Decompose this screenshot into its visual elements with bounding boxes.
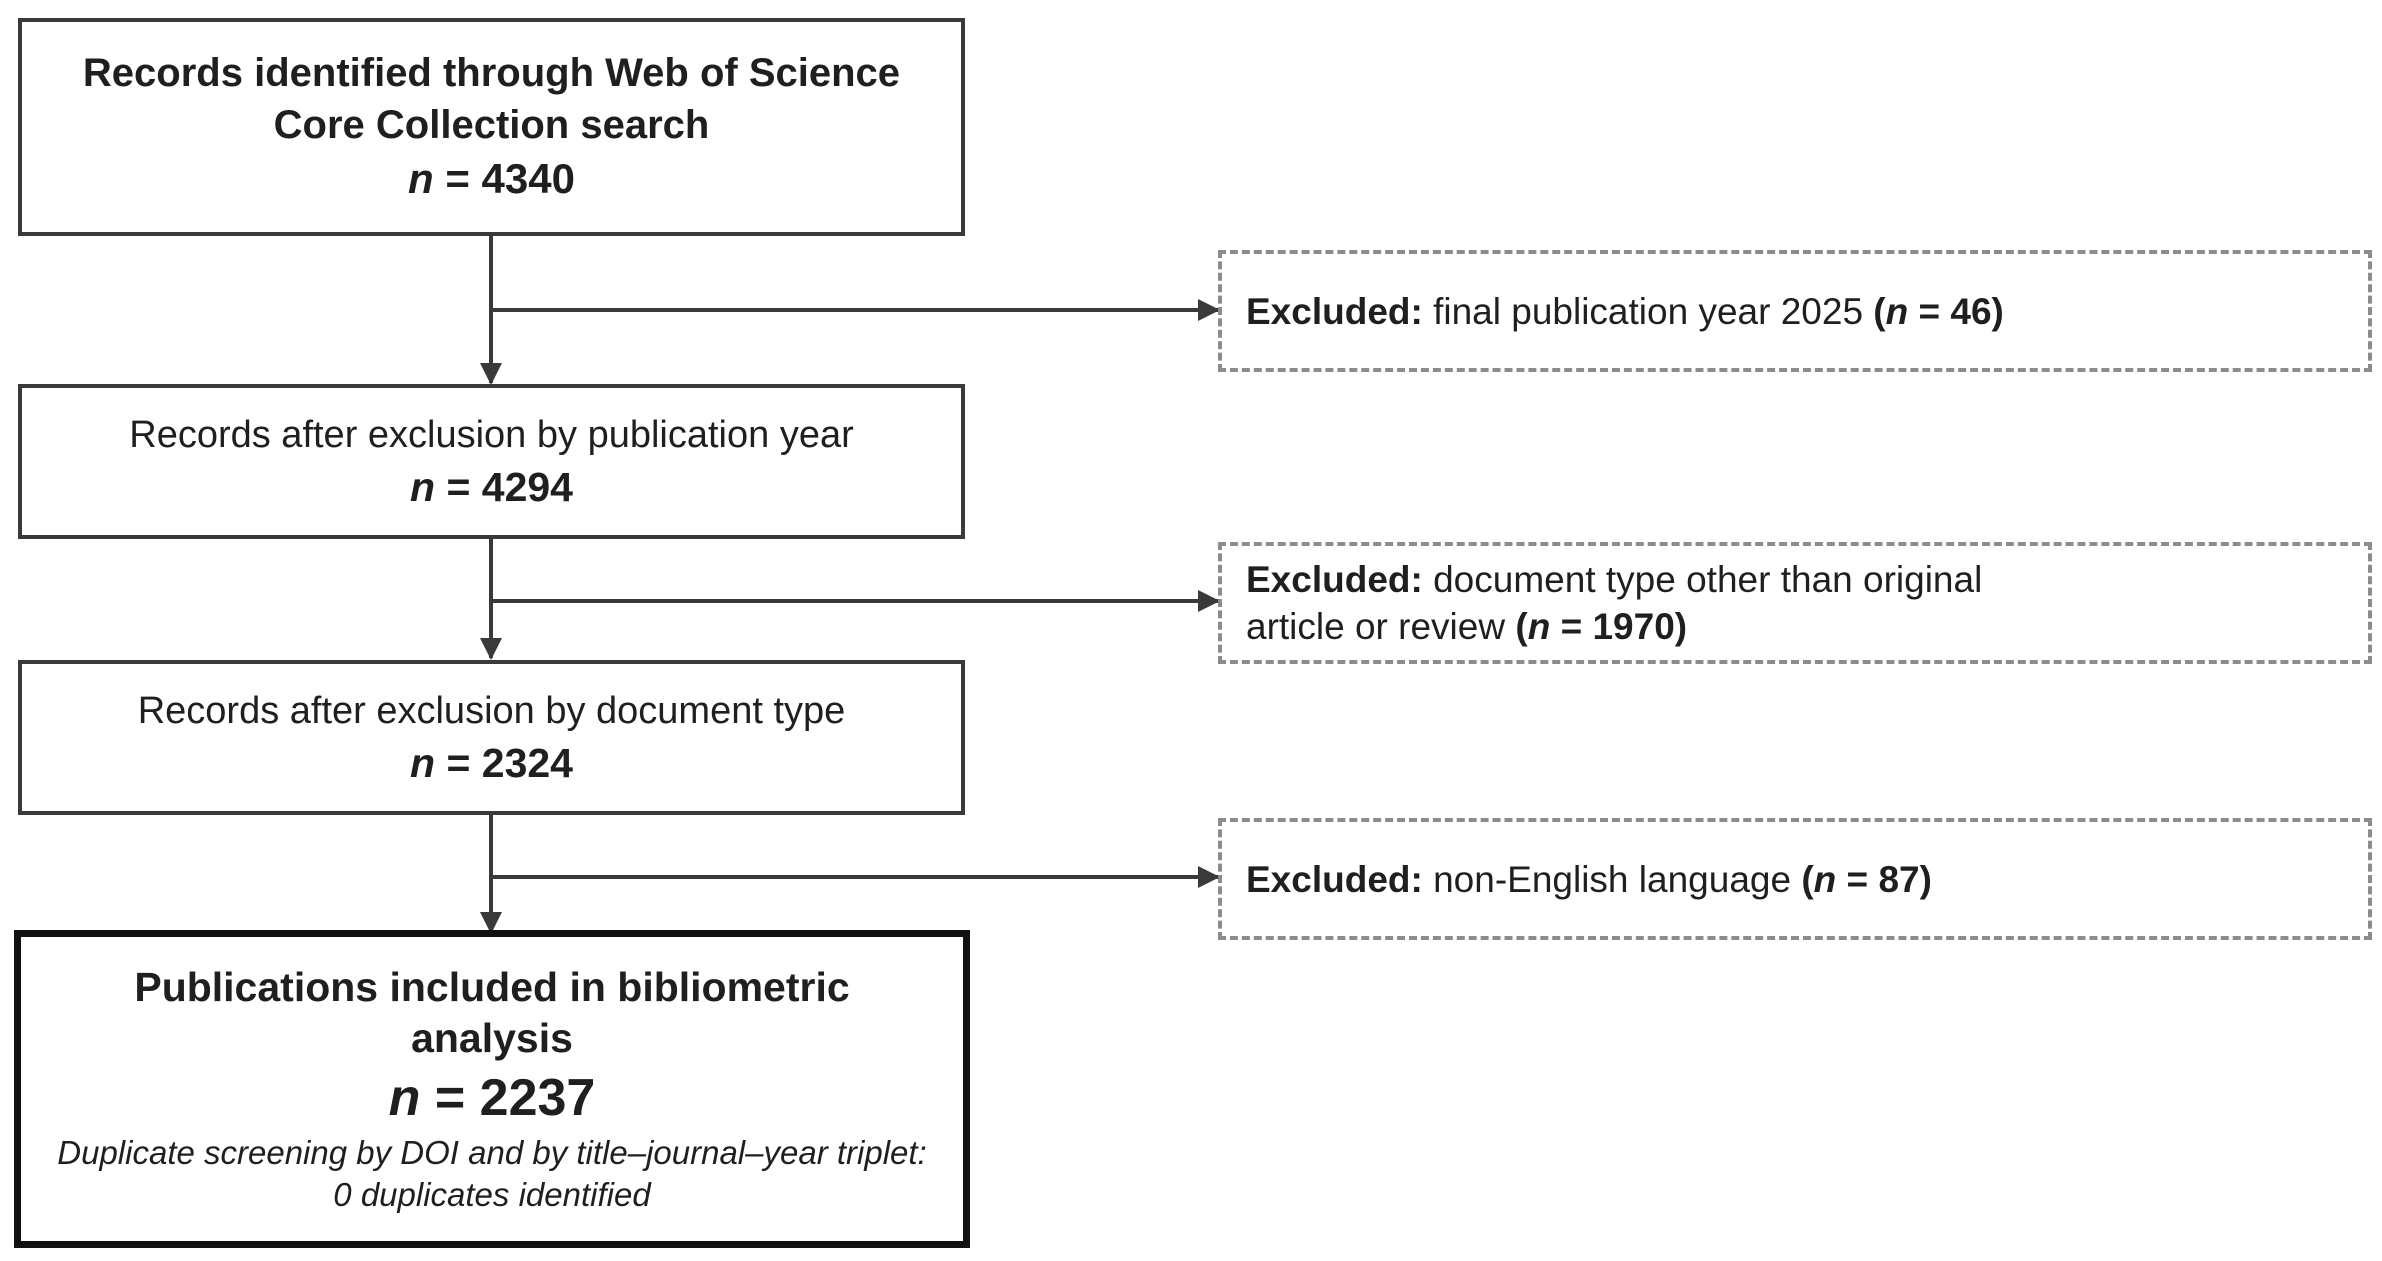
n-symbol: n (1813, 858, 1837, 900)
box-publications-included: Publications included in bibliometric an… (14, 930, 970, 1248)
n-value: = 46) (1908, 290, 2004, 332)
n-value: = 4294 (435, 463, 573, 510)
n-symbol: n (1885, 290, 1909, 332)
excluded-label: Excluded: (1246, 858, 1423, 900)
records-identified-count: n = 4340 (408, 151, 575, 207)
n-symbol: n (388, 1069, 421, 1127)
excluded-label: Excluded: (1246, 290, 1423, 332)
n-value: = 87) (1836, 858, 1932, 900)
box-excluded-document-type: Excluded: document type other than origi… (1218, 542, 2372, 664)
box-after-document-type: Records after exclusion by document type… (18, 660, 965, 815)
excluded-reason-line2: article or review (1246, 606, 1516, 647)
excluded-language-text: Excluded: non-English language (n = 87) (1246, 856, 1932, 903)
n-value: = 1970) (1550, 606, 1688, 647)
n-symbol: n (410, 739, 436, 786)
n-symbol: n (408, 155, 434, 202)
included-title: Publications included in bibliometric an… (134, 964, 850, 1061)
box-records-identified: Records identified through Web of Scienc… (18, 18, 965, 236)
box-after-publication-year: Records after exclusion by publication y… (18, 384, 965, 539)
box-excluded-language: Excluded: non-English language (n = 87) (1218, 818, 2372, 940)
excluded-reason: final publication year 2025 (1422, 290, 1874, 332)
n-symbol: n (410, 463, 436, 510)
paren-open: ( (1873, 290, 1886, 332)
excluded-reason: non-English language (1422, 858, 1802, 900)
after-year-title: Records after exclusion by publication y… (129, 413, 854, 456)
included-count: n = 2237 (389, 1064, 596, 1132)
paren-open: ( (1801, 858, 1814, 900)
records-identified-title: Records identified through Web of Scienc… (82, 51, 901, 147)
excluded-year-text: Excluded: final publication year 2025 (n… (1246, 288, 2004, 335)
after-year-count: n = 4294 (410, 460, 573, 514)
n-symbol: n (1527, 606, 1551, 647)
excluded-label: Excluded: (1246, 559, 1423, 600)
box-excluded-publication-year: Excluded: final publication year 2025 (n… (1218, 250, 2372, 372)
paren-open: ( (1515, 606, 1528, 647)
n-value: = 4340 (433, 155, 575, 202)
after-doctype-count: n = 2324 (410, 736, 573, 790)
n-value: = 2237 (420, 1069, 596, 1127)
n-value: = 2324 (435, 739, 573, 786)
excluded-reason-line1: document type other than original (1422, 559, 1983, 600)
after-doctype-title: Records after exclusion by document type (137, 689, 846, 732)
duplicate-screening-note: Duplicate screening by DOI and by title–… (57, 1134, 927, 1213)
excluded-doctype-text: Excluded: document type other than origi… (1246, 556, 1982, 650)
